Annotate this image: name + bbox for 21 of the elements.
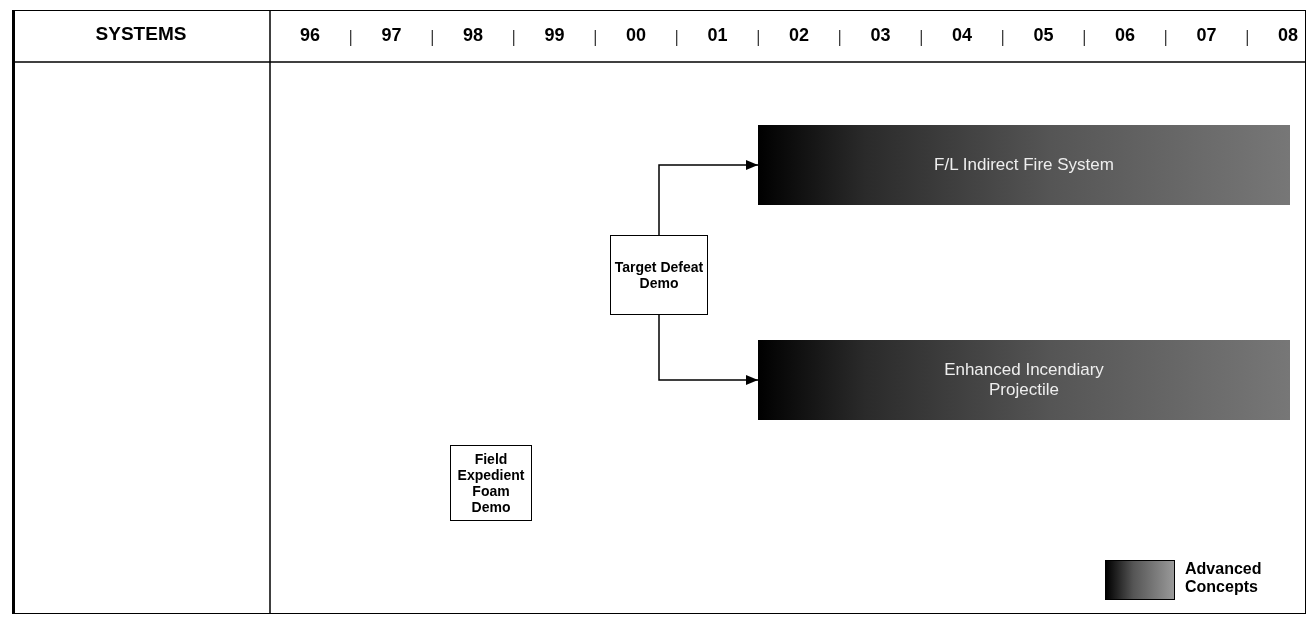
- year-label: 99: [543, 25, 566, 46]
- year-label: 01: [706, 25, 729, 46]
- legend-label: Advanced Concepts: [1185, 560, 1263, 596]
- arrow: [658, 160, 759, 236]
- column-header: SYSTEMS: [94, 23, 188, 45]
- year-label: 00: [625, 25, 647, 46]
- year-label: 96: [299, 25, 321, 46]
- year-label: 03: [869, 25, 892, 46]
- arrow: [658, 314, 759, 385]
- demo-box: Target Defeat Demo: [610, 235, 708, 315]
- demo-box: Field Expedient Foam Demo: [450, 445, 532, 521]
- year-label: 05: [1032, 25, 1055, 46]
- year-label: 07: [1195, 25, 1218, 46]
- program-bar: F/L Indirect Fire System: [758, 125, 1290, 205]
- year-label: 02: [788, 25, 810, 46]
- program-bar: Enhanced Incendiary Projectile: [758, 340, 1290, 420]
- year-label: 08: [1277, 25, 1299, 46]
- year-label: 97: [380, 25, 403, 46]
- year-label: 98: [462, 25, 484, 46]
- year-label: 04: [951, 25, 973, 46]
- year-label: 06: [1114, 25, 1136, 46]
